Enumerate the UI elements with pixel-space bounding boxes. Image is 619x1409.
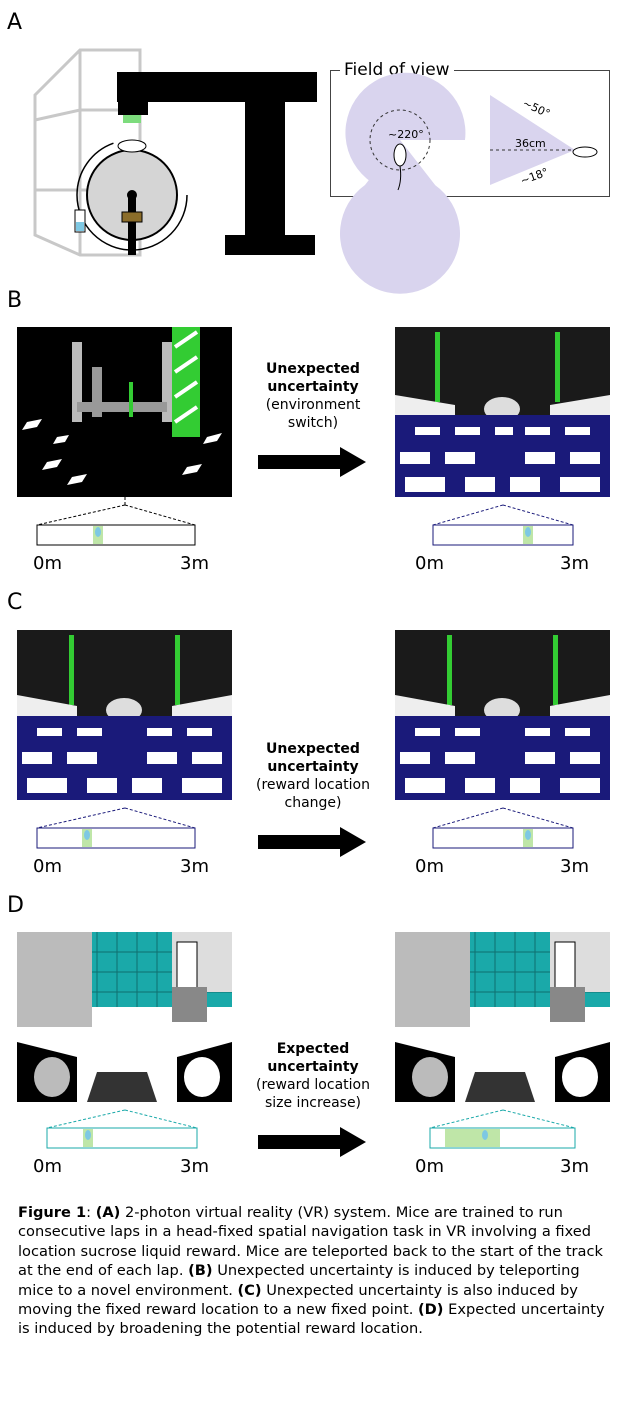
fov-distance-diagram [490,95,598,185]
caption-a-text: 2-photon virtual reality (VR) system. Mi… [18,1204,603,1280]
panel-a-label: A [7,10,23,35]
b-left-vr-scene [17,327,232,497]
b-sub-1: (environment [265,397,361,413]
b-left-end: 3m [180,553,209,574]
field-of-view-title: Field of view [340,60,454,80]
panel-c-label: C [7,590,23,615]
fov-angle-label: ~220° [388,128,424,141]
b-left-track [36,497,196,546]
panel-b-label: B [7,288,23,313]
d-title-1: Expected [276,1041,350,1057]
b-arrow-label: Unexpected uncertainty (environment swit… [238,360,388,432]
b-left-start: 0m [33,553,62,574]
d-title-2: uncertainty [267,1059,359,1075]
panel-d-label: D [7,893,24,918]
d-right-vr-scene [395,932,610,1102]
caption-b-tag: (B) [188,1262,213,1280]
d-left-start: 0m [33,1156,62,1177]
c-left-end: 3m [180,856,209,877]
d-sub-1: (reward location [256,1077,370,1093]
b-right-end: 3m [560,553,589,574]
c-right-vr-scene [395,630,610,800]
vr-rig-illustration [33,48,317,257]
caption-d-text: Expected uncertainty is induced by broad… [18,1301,605,1338]
c-left-track [36,807,196,849]
c-title-2: uncertainty [267,759,359,775]
b-arrow [258,447,366,477]
d-left-track [46,1109,198,1149]
b-title-2: uncertainty [267,379,359,395]
fov-angle-diagram [340,72,466,294]
b-sub-2: switch) [287,415,339,431]
figure-caption: Figure 1: (A) 2-photon virtual reality (… [18,1204,605,1338]
d-right-end: 3m [560,1156,589,1177]
caption-c-tag: (C) [237,1281,262,1299]
caption-d-tag: (D) [418,1301,444,1319]
caption-c-text: Unexpected uncertainty is also induced b… [18,1281,578,1319]
b-right-start: 0m [415,553,444,574]
c-right-start: 0m [415,856,444,877]
b-right-vr-scene [395,327,610,497]
c-right-end: 3m [560,856,589,877]
c-sub-2: change) [284,795,342,811]
d-arrow [258,1127,366,1157]
d-arrow-label: Expected uncertainty (reward location si… [238,1040,388,1112]
field-of-view-box [330,70,610,197]
caption-a-tag: (A) [95,1204,121,1221]
b-right-track [432,504,574,546]
d-left-vr-scene [17,932,232,1102]
d-right-start: 0m [415,1156,444,1177]
fov-distance-label: 36cm [515,137,546,150]
d-sub-2: size increase) [264,1095,362,1111]
c-title-1: Unexpected [266,741,360,757]
d-right-track [429,1109,576,1149]
caption-fig-label: Figure 1 [18,1204,87,1221]
c-sub-1: (reward location [256,777,370,793]
c-right-track [432,807,574,849]
c-arrow-label: Unexpected uncertainty (reward location … [238,740,388,812]
caption-b-text: Unexpected uncertainty is induced by tel… [18,1262,580,1299]
c-arrow [258,827,366,857]
b-title-1: Unexpected [266,361,360,377]
c-left-start: 0m [33,856,62,877]
d-left-end: 3m [180,1156,209,1177]
c-left-vr-scene [17,630,232,800]
